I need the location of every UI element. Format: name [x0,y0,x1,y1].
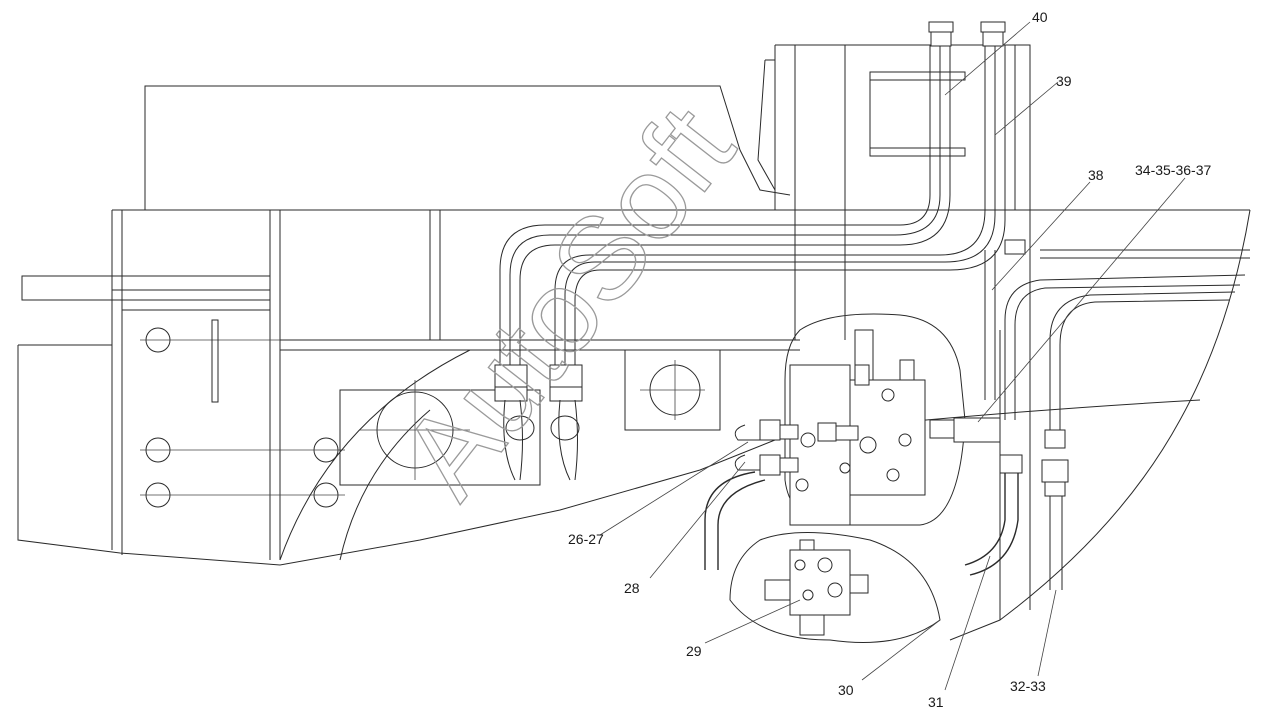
pipe-fittings [494,364,583,481]
machine-frame [17,44,1251,641]
callout-39: 39 [1056,73,1072,89]
callout-32-33: 32-33 [1010,678,1046,694]
callout-31: 31 [928,694,944,710]
control-valve-block [704,239,1069,570]
pipe-runs [499,45,1250,590]
callout-30: 30 [838,682,854,698]
top-couplings [928,21,1006,47]
lower-valve-block [729,532,941,643]
callout-34-37: 34-35-36-37 [1135,162,1211,178]
watermark-text: AutoSoft [376,83,759,521]
watermark: AutoSoft [376,82,760,521]
callout-40: 40 [1032,9,1048,25]
callout-labels: 40 39 38 34-35-36-37 26-27 28 29 30 31 3… [568,9,1211,710]
leader-lines [599,21,1186,691]
callout-38: 38 [1088,167,1104,183]
callout-28: 28 [624,580,640,596]
callout-26-27: 26-27 [568,531,604,547]
callout-29: 29 [686,643,702,659]
